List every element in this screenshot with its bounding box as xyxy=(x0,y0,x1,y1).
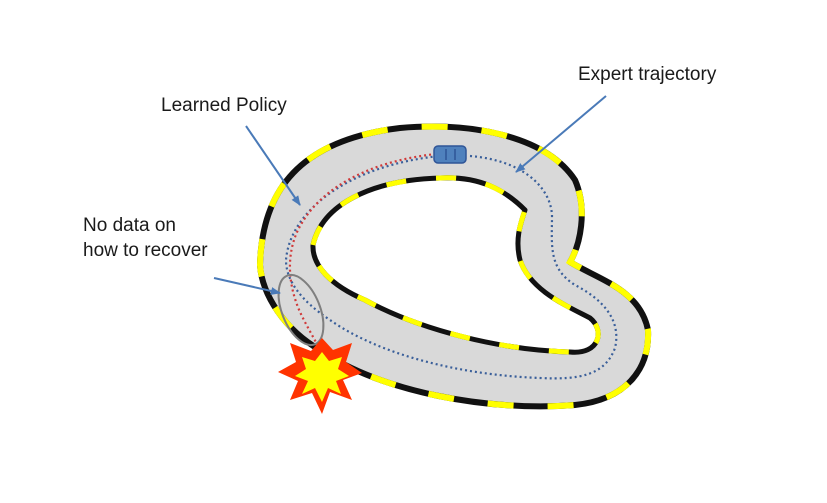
no-data-arrow xyxy=(213,277,281,295)
car-icon xyxy=(433,145,467,164)
track-inner-edge-stripes xyxy=(310,175,601,355)
learned-policy-label: Learned Policy xyxy=(161,95,287,116)
track-outer-edge-stripes xyxy=(256,123,652,410)
learned-policy-path xyxy=(288,152,437,351)
no-recovery-data-ellipse xyxy=(277,273,325,347)
learned-policy-arrow xyxy=(245,125,301,206)
no-data-label-line2: how to recover xyxy=(83,240,208,261)
expert-trajectory-label: Expert trajectory xyxy=(578,64,717,85)
no-data-label-line1: No data on xyxy=(83,215,176,236)
expert-trajectory-arrow xyxy=(515,95,607,173)
crash-explosion-icon xyxy=(278,338,362,414)
no-data-label: No data on how to recover xyxy=(83,213,208,263)
